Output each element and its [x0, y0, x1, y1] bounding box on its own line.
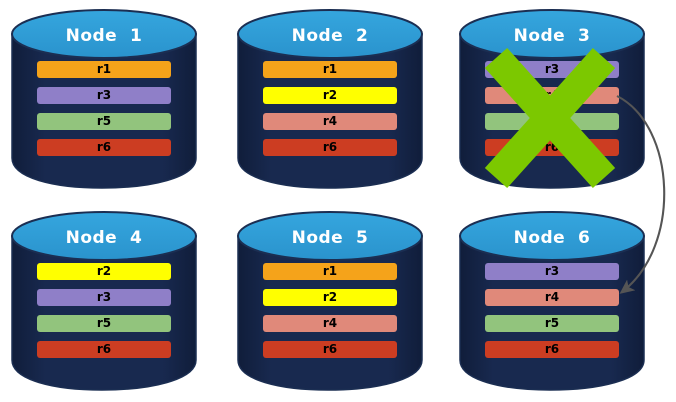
replica-row[interactable]: r3 — [37, 87, 171, 104]
replica-row-list: r1 r2 r4 r6 — [263, 61, 397, 156]
replica-row[interactable]: r3 — [485, 263, 619, 280]
replica-row-list: r1 r3 r5 r6 — [37, 61, 171, 156]
replica-row[interactable]: r1 — [37, 61, 171, 78]
replica-row-list: r2 r3 r5 r6 — [37, 263, 171, 358]
replica-row[interactable]: r6 — [263, 139, 397, 156]
replica-row[interactable]: r4 — [263, 315, 397, 332]
replica-row[interactable]: r6 — [485, 341, 619, 358]
replica-row[interactable]: r5 — [37, 315, 171, 332]
replica-row[interactable]: r5 — [37, 113, 171, 130]
replica-row[interactable]: r6 — [37, 341, 171, 358]
replica-row-list: r3 r4 r5 r6 — [485, 263, 619, 358]
replica-row[interactable]: r3 — [37, 289, 171, 306]
replica-row[interactable]: r6 — [37, 139, 171, 156]
replica-row-list: r1 r2 r4 r6 — [263, 263, 397, 358]
replica-row[interactable]: r4 — [263, 113, 397, 130]
replica-row[interactable]: r2 — [37, 263, 171, 280]
replica-row[interactable]: r2 — [263, 87, 397, 104]
replica-row[interactable]: r1 — [263, 61, 397, 78]
replica-row[interactable]: r4 — [485, 289, 619, 306]
replica-row[interactable]: r5 — [485, 315, 619, 332]
replica-row[interactable]: r6 — [263, 341, 397, 358]
replica-row[interactable]: r2 — [263, 289, 397, 306]
replica-row[interactable]: r1 — [263, 263, 397, 280]
